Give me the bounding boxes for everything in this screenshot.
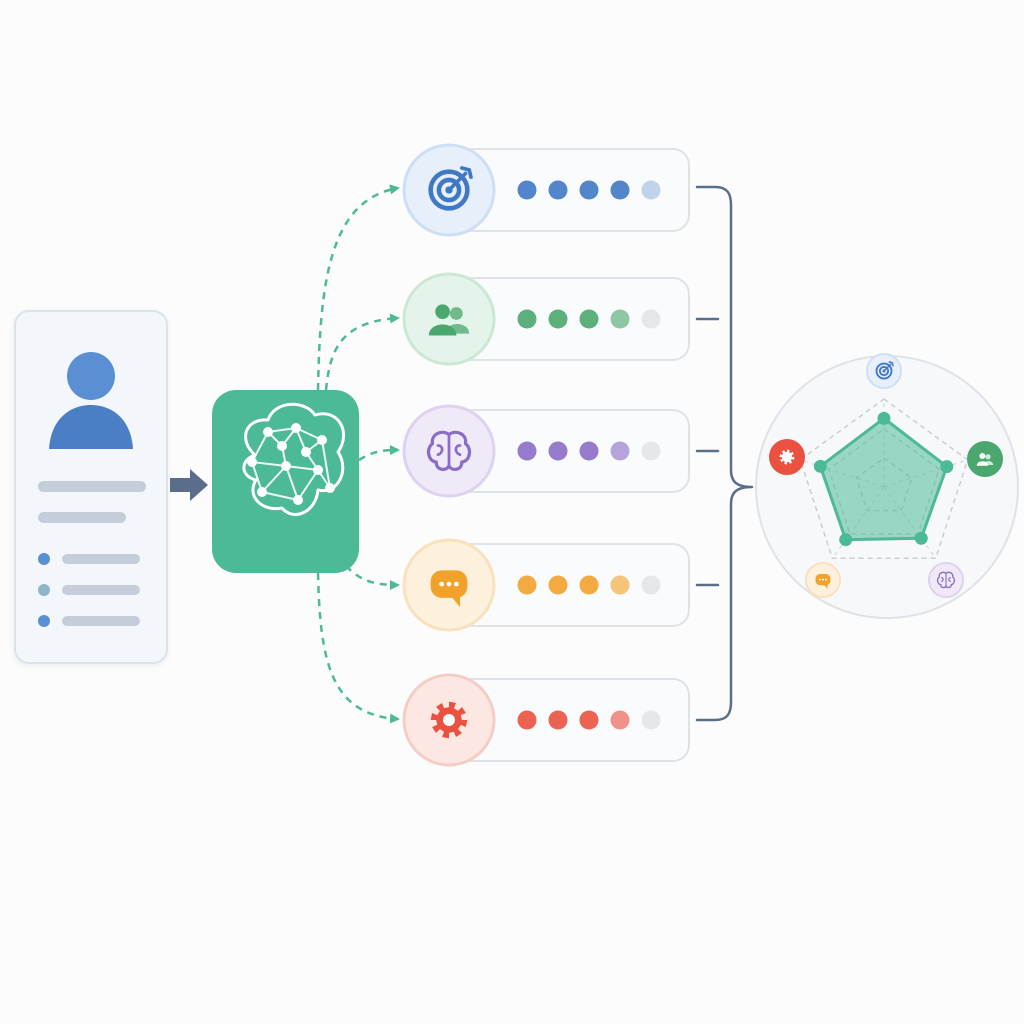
radar-point — [839, 533, 853, 547]
score-dot — [517, 710, 537, 730]
radar-chart — [769, 353, 1003, 598]
dimension-row-goals — [402, 143, 690, 237]
network-node — [325, 483, 335, 493]
network-node — [291, 423, 301, 433]
score-dot — [517, 441, 537, 461]
profile-subtitle-bar — [38, 512, 126, 523]
bullet-dot — [38, 615, 50, 627]
attribute-bar — [62, 554, 140, 564]
radar-point — [914, 531, 928, 545]
score-dots — [517, 180, 661, 200]
score-dot — [641, 441, 661, 461]
bullet-dot — [38, 584, 50, 596]
brain-network-icon — [242, 402, 345, 516]
radar-point — [877, 411, 891, 425]
score-dot — [641, 710, 661, 730]
score-dot — [641, 180, 661, 200]
score-dot — [548, 309, 568, 329]
dashed-connectors — [316, 184, 400, 724]
profile-attribute-list — [38, 553, 140, 627]
bracket-line — [695, 185, 754, 722]
radar-point — [940, 460, 954, 474]
network-node — [247, 457, 257, 467]
brain-icon — [936, 571, 956, 589]
radar-label-social — [967, 441, 1003, 477]
score-dot — [610, 309, 630, 329]
score-dot — [579, 180, 599, 200]
bullet-dot — [38, 553, 50, 565]
target-icon — [875, 361, 894, 380]
dimension-row-cognition — [402, 404, 690, 498]
score-dot — [548, 710, 568, 730]
attribute-bar — [62, 585, 140, 595]
gear-icon — [779, 449, 795, 465]
network-node — [263, 427, 273, 437]
dashed-arrow — [358, 445, 400, 462]
radar-label-cognition — [928, 562, 964, 598]
score-dot — [517, 180, 537, 200]
score-dots — [517, 710, 661, 730]
dimension-row-social — [402, 272, 690, 366]
aggregation-bracket — [695, 185, 754, 722]
network-node — [281, 461, 291, 471]
score-dot — [517, 575, 537, 595]
score-dot — [641, 309, 661, 329]
target-icon — [428, 166, 473, 211]
radar-label-communication — [805, 562, 841, 598]
score-dot — [579, 309, 599, 329]
score-dot — [548, 441, 568, 461]
dashed-arrow — [316, 184, 400, 391]
profile-card — [14, 310, 168, 664]
score-dot — [579, 441, 599, 461]
radar-panel — [755, 353, 1019, 619]
radar-data-area — [818, 416, 949, 542]
score-dot — [610, 441, 630, 461]
dimension-row-communication — [402, 538, 690, 632]
attribute-bar — [62, 616, 140, 626]
score-dots — [517, 309, 661, 329]
dimension-badge — [402, 272, 496, 366]
radar-label-technical — [769, 439, 805, 475]
speech-bubble-icon — [430, 570, 468, 607]
users-icon — [428, 304, 470, 336]
network-node — [257, 487, 267, 497]
ai-analyzer-node — [212, 390, 359, 573]
user-icon — [49, 352, 133, 449]
score-dots — [517, 441, 661, 461]
score-dot — [610, 180, 630, 200]
network-node — [277, 441, 287, 451]
brain-icon — [426, 430, 472, 471]
score-dot — [641, 575, 661, 595]
score-dot — [548, 575, 568, 595]
network-node — [317, 435, 327, 445]
score-dot — [610, 575, 630, 595]
profile-name-bar — [38, 481, 146, 492]
gear-icon — [430, 701, 468, 739]
speech-bubble-icon — [815, 574, 831, 589]
radar-label-goals — [866, 353, 902, 389]
score-dot — [517, 309, 537, 329]
dashed-arrow — [324, 313, 400, 391]
input-arrow — [170, 469, 208, 501]
network-node — [301, 447, 311, 457]
radar-point — [813, 459, 827, 473]
dimension-rows — [402, 143, 690, 767]
dashed-arrow — [316, 572, 400, 724]
profile-attribute-item — [38, 553, 140, 565]
score-dots — [517, 575, 661, 595]
profile-attribute-item — [38, 584, 140, 596]
profile-attribute-item — [38, 615, 140, 627]
score-dot — [579, 575, 599, 595]
dashed-arrow — [345, 565, 400, 590]
users-icon — [976, 453, 994, 466]
network-node — [293, 495, 303, 505]
dimension-row-technical — [402, 673, 690, 767]
score-dot — [579, 710, 599, 730]
score-dot — [548, 180, 568, 200]
network-node — [313, 465, 323, 475]
score-dot — [610, 710, 630, 730]
